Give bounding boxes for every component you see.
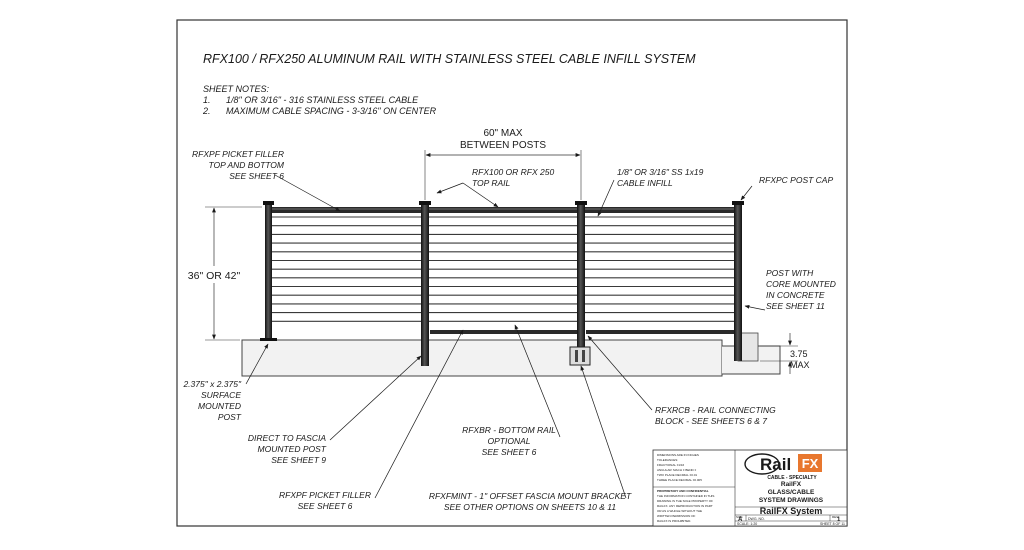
callout-bottom-rail-3: SEE SHEET 6 — [482, 447, 537, 457]
embed-dim-line-2: MAX — [790, 360, 810, 370]
span-dimension: 60" MAX BETWEEN POSTS — [424, 128, 582, 200]
callout-picket-filler-1: RFXPF PICKET FILLER — [279, 490, 371, 500]
logo-fx-text: FX — [802, 456, 819, 471]
height-dimension: 36" OR 42" — [188, 206, 262, 341]
size-label: SIZE — [736, 515, 743, 519]
scale-text: SCALE: 1:20 — [737, 522, 757, 526]
embed-dim-line-1: 3.75 — [790, 349, 808, 359]
logo-rail-text: Rail — [760, 455, 791, 474]
proprietary-6: RAILFX IS PROHIBITED. — [657, 519, 691, 523]
post-caps — [263, 201, 744, 205]
callout-connecting-block-2: BLOCK - SEE SHEETS 6 & 7 — [655, 416, 767, 426]
sheet-number: SHEET 8 OF 11 — [820, 522, 845, 526]
note-1-text: 1/8" OR 3/16" - 316 STAINLESS STEEL CABL… — [226, 95, 419, 105]
size-value: A — [738, 517, 743, 523]
callout-surface-post-3: MOUNTED — [198, 401, 241, 411]
callout-cable-infill-2: CABLE INFILL — [617, 178, 673, 188]
note-1-num: 1. — [203, 95, 211, 105]
concrete-slab — [241, 332, 781, 377]
callout-bottom-rail-2: OPTIONAL — [488, 436, 531, 446]
note-2-text: MAXIMUM CABLE SPACING - 3-3/16" ON CENTE… — [226, 106, 437, 116]
core-mounted-post — [734, 204, 742, 361]
callout-picket-top-3: SEE SHEET 6 — [229, 171, 284, 181]
callout-top-rail: RFX100 OR RFX 250 TOP RAIL — [472, 167, 554, 188]
callout-fascia-post-3: SEE SHEET 9 — [271, 455, 326, 465]
callout-surface-post-1: 2.375" x 2.375" — [182, 379, 242, 389]
span-dim-line-2: BETWEEN POSTS — [460, 140, 546, 151]
callout-picket-filler-2: SEE SHEET 6 — [298, 501, 353, 511]
callout-fascia-post-2: MOUNTED POST — [258, 444, 327, 454]
callout-surface-post-2: SURFACE — [201, 390, 241, 400]
callout-post-cap-1: RFXPC POST CAP — [759, 175, 833, 185]
fine-print-1: DIMENSIONS ARE IN INCHES — [657, 453, 699, 457]
fine-print-tolerances: DIMENSIONS ARE IN INCHES TOLERANCES: FRA… — [657, 453, 702, 482]
company-name: RailFX — [781, 481, 802, 488]
proprietary-5: WRITTEN PERMISSION OF — [657, 514, 696, 518]
callout-picket-top: RFXPF PICKET FILLER TOP AND BOTTOM SEE S… — [192, 149, 285, 181]
note-2-num: 2. — [202, 106, 211, 116]
project-name: RailFX System — [760, 506, 823, 516]
callout-connecting-block-1: RFXRCB - RAIL CONNECTING — [655, 405, 776, 415]
callout-cable-infill-1: 1/8" OR 3/16" SS 1x19 — [617, 167, 704, 177]
proprietary-4: OR AS A WHOLE WITHOUT THE — [657, 509, 702, 513]
embed-dimension: 3.75 MAX — [760, 333, 810, 374]
callout-fascia-bracket-2: SEE OTHER OPTIONS ON SHEETS 10 & 11 — [444, 502, 617, 512]
drawing-title: RFX100 / RFX250 ALUMINUM RAIL WITH STAIN… — [203, 52, 696, 66]
callout-fascia-bracket-1: RFXFMINT - 1" OFFSET FASCIA MOUNT BRACKE… — [429, 491, 632, 501]
proprietary-3: RAILFX. ANY REPRODUCTION IN PART — [657, 504, 713, 508]
callout-cable-infill: 1/8" OR 3/16" SS 1x19 CABLE INFILL — [617, 167, 704, 188]
dwg-label: DWG. NO. — [748, 517, 765, 521]
cable-infill — [270, 216, 736, 322]
fine-print-5: TWO PLACE DECIMAL ±0.01 — [657, 473, 697, 477]
top-rail — [267, 207, 739, 213]
rev-label: REV. — [832, 515, 839, 519]
callout-picket-top-1: RFXPF PICKET FILLER — [192, 149, 284, 159]
title-block: DIMENSIONS ARE IN INCHES TOLERANCES: FRA… — [652, 449, 848, 527]
callout-core-post: POST WITH CORE MOUNTED IN CONCRETE SEE S… — [766, 268, 836, 311]
rev-value: 1 — [837, 517, 841, 523]
callout-fascia-post-1: DIRECT TO FASCIA — [248, 433, 326, 443]
span-dim-line-1: 60" MAX — [483, 128, 522, 139]
proprietary-2: DRAWING IS THE SOLE PROPERTY OF — [657, 499, 713, 503]
height-dim-label: 36" OR 42" — [188, 270, 241, 282]
drawing-title-line-2: SYSTEM DRAWINGS — [759, 497, 824, 504]
callout-bottom-rail: RFXBR - BOTTOM RAIL OPTIONAL SEE SHEET 6 — [462, 425, 556, 457]
bottom-rail — [430, 330, 734, 334]
callout-connecting-block: RFXRCB - RAIL CONNECTING BLOCK - SEE SHE… — [655, 405, 776, 426]
callout-fascia-post: DIRECT TO FASCIA MOUNTED POST SEE SHEET … — [248, 433, 327, 465]
fascia-bracket-post — [569, 204, 591, 366]
callout-surface-post-4: POST — [218, 412, 242, 422]
callout-core-post-3: IN CONCRETE — [766, 290, 825, 300]
callout-post-cap: RFXPC POST CAP — [759, 175, 833, 185]
callout-core-post-2: CORE MOUNTED — [766, 279, 836, 289]
fine-print-3: FRACTIONAL ±1/16 — [657, 463, 685, 467]
callout-fascia-bracket: RFXFMINT - 1" OFFSET FASCIA MOUNT BRACKE… — [429, 491, 632, 512]
callout-top-rail-2: TOP RAIL — [472, 178, 511, 188]
drawing-title-line-1: GLASS/CABLE — [768, 489, 815, 496]
callout-surface-post: 2.375" x 2.375" SURFACE MOUNTED POST — [182, 379, 242, 422]
callout-picket-filler: RFXPF PICKET FILLER SEE SHEET 6 — [279, 490, 371, 511]
fine-print-4: ANGULAR: MACH ± BEND ± — [657, 468, 696, 472]
surface-mounted-post — [260, 204, 277, 341]
logo-fx-badge — [798, 454, 822, 472]
proprietary-1: THE INFORMATION CONTAINED IN THIS — [657, 494, 714, 498]
fascia-mounted-post — [421, 204, 429, 366]
callout-bottom-rail-1: RFXBR - BOTTOM RAIL — [462, 425, 556, 435]
fine-print-proprietary: PROPRIETARY AND CONFIDENTIAL THE INFORMA… — [657, 489, 714, 523]
callout-core-post-1: POST WITH — [766, 268, 814, 278]
proprietary-heading: PROPRIETARY AND CONFIDENTIAL — [657, 489, 709, 493]
logo-sub-text: CABLE - SPECIALTY — [767, 475, 817, 481]
callout-core-post-4: SEE SHEET 11 — [766, 301, 825, 311]
callout-picket-top-2: TOP AND BOTTOM — [208, 160, 284, 170]
notes-heading: SHEET NOTES: — [203, 84, 270, 94]
fine-print-6: THREE PLACE DECIMAL ±0.005 — [657, 478, 702, 482]
leader-lines — [245, 174, 766, 499]
callout-top-rail-1: RFX100 OR RFX 250 — [472, 167, 554, 177]
railfx-logo: Rail FX CABLE - SPECIALTY — [744, 453, 822, 481]
fine-print-2: TOLERANCES: — [657, 458, 678, 462]
